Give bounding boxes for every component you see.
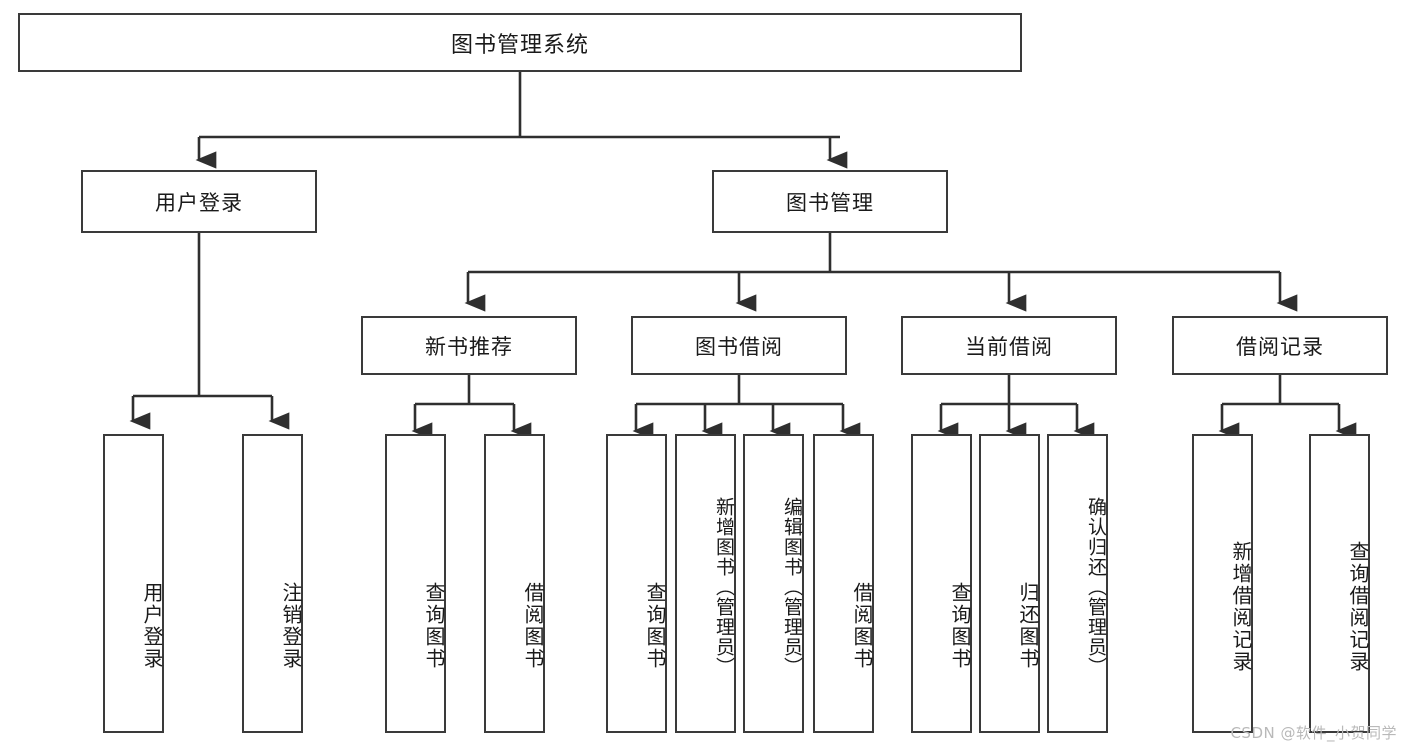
- node-user-login[interactable]: 用户登录: [81, 170, 317, 233]
- node-root-system[interactable]: 图书管理系统: [18, 13, 1022, 72]
- leaf-edit-book-admin[interactable]: 编辑图书（管理员）: [743, 434, 804, 733]
- csdn-watermark: CSDN @软件_小贺同学: [1230, 724, 1397, 742]
- leaf-query-borrow-record[interactable]: 查询借阅记录: [1309, 434, 1370, 733]
- leaf-borrow-book-recommend[interactable]: 借阅图书: [484, 434, 545, 733]
- leaf-confirm-return-admin[interactable]: 确认归还（管理员）: [1047, 434, 1108, 733]
- leaf-query-book-borrow[interactable]: 查询图书: [606, 434, 667, 733]
- leaf-borrow-book-borrow[interactable]: 借阅图书: [813, 434, 874, 733]
- node-book-manage[interactable]: 图书管理: [712, 170, 948, 233]
- node-new-book-recommend[interactable]: 新书推荐: [361, 316, 577, 375]
- leaf-user-login[interactable]: 用户登录: [103, 434, 164, 733]
- leaf-return-book[interactable]: 归还图书: [979, 434, 1040, 733]
- node-current-borrow[interactable]: 当前借阅: [901, 316, 1117, 375]
- node-borrow-record[interactable]: 借阅记录: [1172, 316, 1388, 375]
- leaf-logout-login[interactable]: 注销登录: [242, 434, 303, 733]
- leaf-query-book-current[interactable]: 查询图书: [911, 434, 972, 733]
- node-book-borrow[interactable]: 图书借阅: [631, 316, 847, 375]
- leaf-add-book-admin[interactable]: 新增图书（管理员）: [675, 434, 736, 733]
- leaf-add-borrow-record[interactable]: 新增借阅记录: [1192, 434, 1253, 733]
- leaf-query-book-recommend[interactable]: 查询图书: [385, 434, 446, 733]
